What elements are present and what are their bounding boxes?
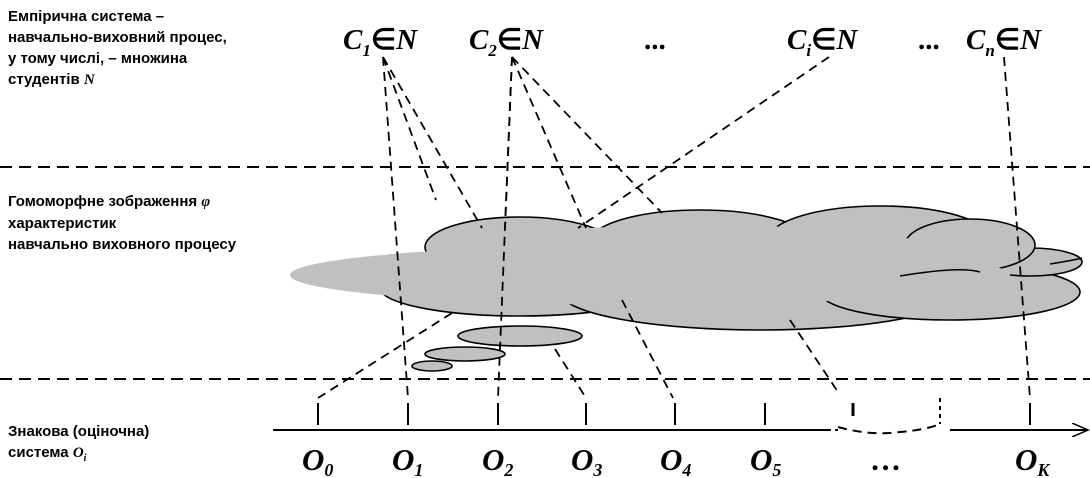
empirical-line-3: у тому числі, – множина: [8, 50, 188, 67]
homomorphic-line-3: навчально виховного процесу: [8, 236, 237, 253]
sign-system-label: Знакова (оціночна) система Oi: [8, 421, 149, 469]
empirical-line-1: Емпірична система –: [8, 8, 165, 25]
empirical-system-label: Емпірична система – навчально-виховний п…: [8, 6, 227, 91]
sign-system-line-2: система Oi: [8, 444, 87, 464]
mark-ok: OK: [1015, 442, 1051, 478]
mark-o0: O0: [302, 442, 333, 478]
student-c1: C1∈N: [343, 24, 418, 60]
student-c2: C2∈N: [469, 24, 544, 60]
scale-ticks: [317, 403, 1031, 425]
student-cn: Cn∈N: [966, 24, 1042, 60]
mark-ellipsis: …: [870, 442, 901, 477]
student-ellipsis-2: ...: [918, 24, 940, 56]
mapping-lines: [317, 56, 1031, 399]
set-n-symbol: N: [83, 72, 95, 88]
scale-labels: O0 O1 O2 O3 O4 O5 … OK: [302, 442, 1051, 478]
homomorphic-cloud: [290, 205, 1083, 331]
phi-symbol: φ: [201, 194, 211, 210]
empirical-line-4: студентів N: [8, 71, 95, 88]
scale-axis: [273, 398, 1088, 433]
empirical-line-2: навчально-виховний процес,: [8, 29, 227, 46]
sign-system-line-1: Знакова (оціночна): [8, 423, 150, 440]
student-ci: Ci∈N: [787, 24, 858, 60]
mark-o5: O5: [750, 442, 781, 478]
mark-o4: O4: [660, 442, 691, 478]
student-labels: C1∈N C2∈N ... Ci∈N ... Cn∈N: [343, 24, 1042, 60]
student-ellipsis-1: ...: [644, 24, 666, 56]
homomorphic-image-label: Гомоморфне зображення φ характеристик на…: [8, 191, 236, 255]
thought-bubbles: [411, 325, 583, 372]
mark-o1: O1: [392, 442, 423, 478]
mark-o3: O3: [571, 442, 602, 478]
mark-o2: O2: [482, 442, 513, 478]
homomorphic-line-1: Гомоморфне зображення φ: [8, 193, 211, 210]
homomorphic-line-2: характеристик: [8, 215, 117, 232]
